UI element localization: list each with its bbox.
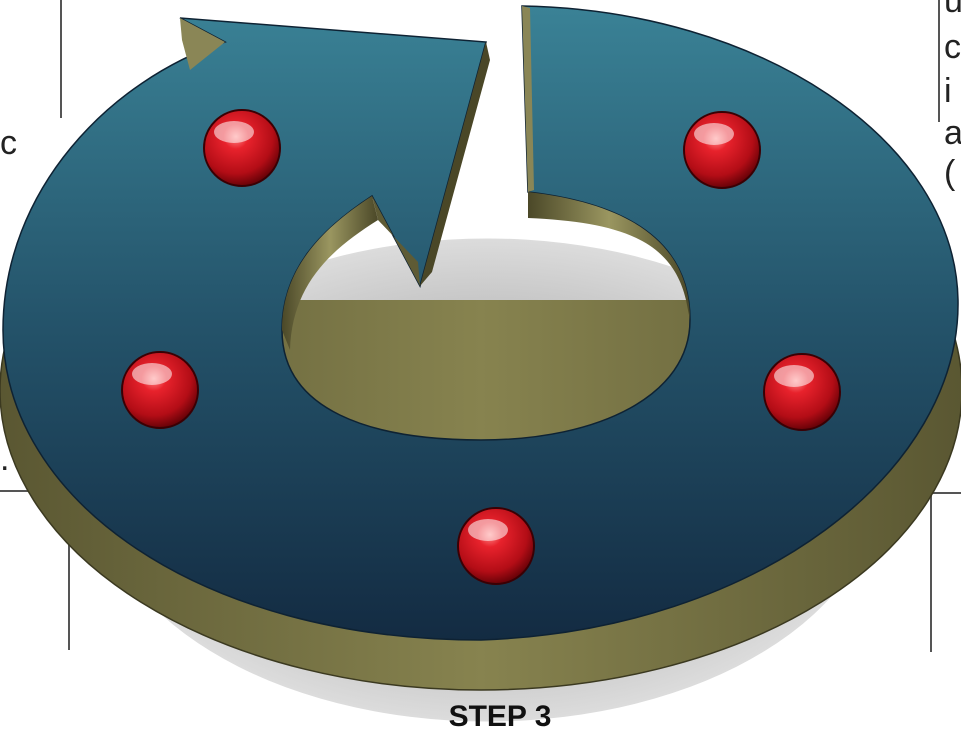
node-left-sphere — [122, 352, 198, 428]
step-label: STEP 3 — [440, 700, 560, 734]
node-top-left-sphere — [204, 110, 280, 186]
node-right-sphere — [764, 354, 840, 430]
node-top-right-sphere — [684, 112, 760, 188]
node-bottom-sphere — [458, 508, 534, 584]
